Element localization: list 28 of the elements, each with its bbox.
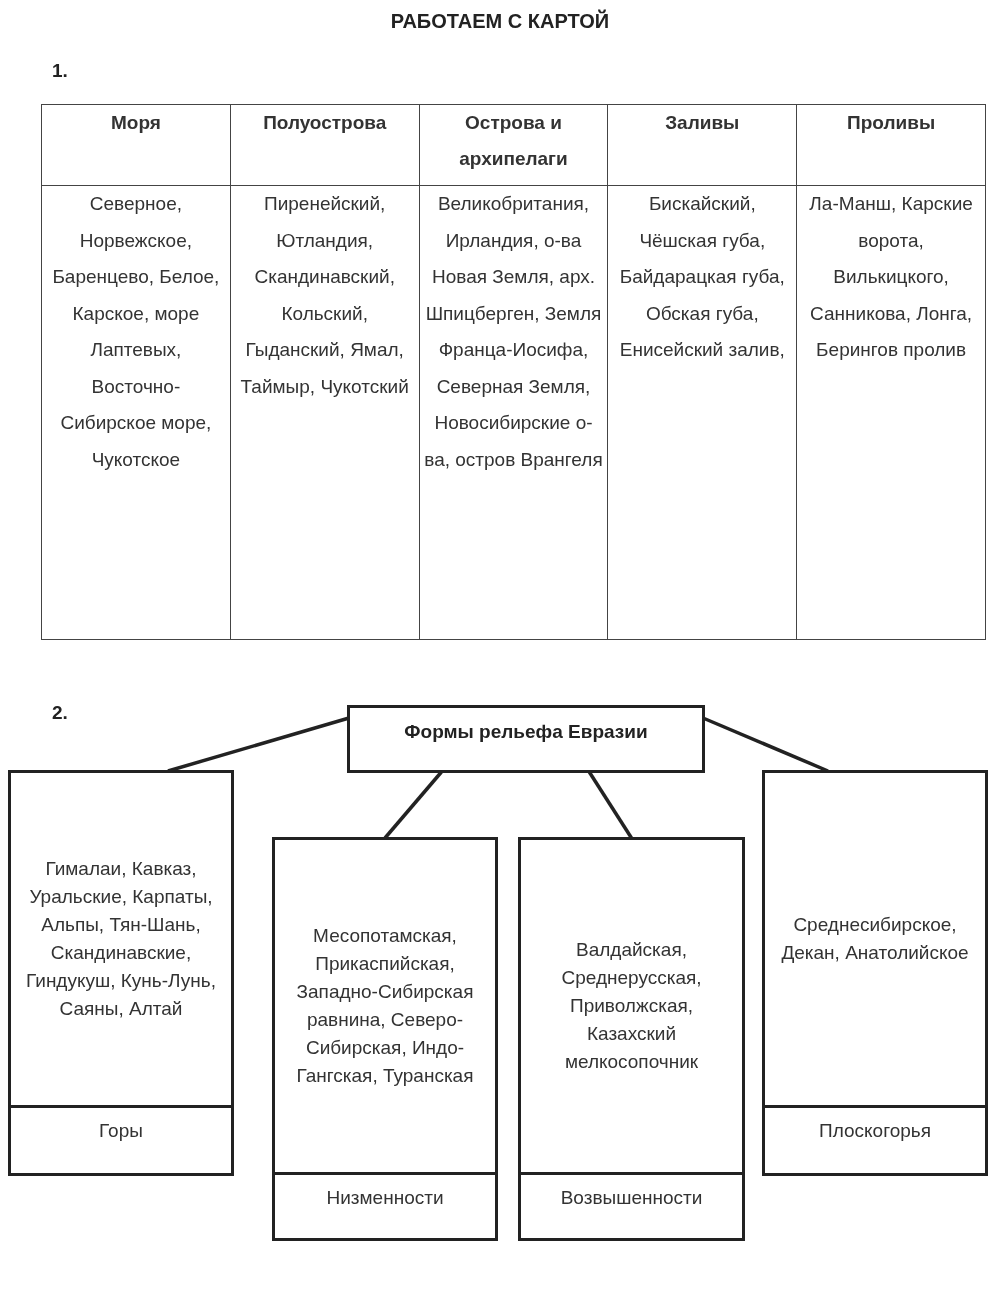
table-cell: Северное, Норвежское, Баренцево, Белое, Карское, море Лаптевых, Восточно-Сибирское море, Чукотское [41, 185, 231, 640]
section-number: 2. [52, 702, 68, 724]
column-header: Проливы [796, 104, 986, 186]
root-title: Формы рельефа Евразии [404, 720, 648, 744]
column-header: Острова и архипелаги [419, 104, 608, 186]
category-label: Низменности [275, 1172, 495, 1238]
category-examples: Валдайская, Среднерусская, Приволжская, Казахский мелкосопочник [560, 938, 703, 1074]
category-label: Плоскогорья [765, 1105, 985, 1173]
column-header: Полуострова [230, 104, 420, 186]
category-box [762, 770, 988, 1176]
category-examples: Среднесибирское, Декан, Анатолийское [780, 913, 970, 965]
category-label: Горы [11, 1105, 231, 1173]
root-box [347, 705, 705, 773]
category-examples: Гималаи, Кавказ, Уральские, Карпаты, Альпы, Тян-Шань, Скандинавские, Гиндукуш, Кунь-Лунь, Саяны, Алтай [25, 857, 217, 1021]
category-box [518, 837, 745, 1241]
table-cell: Пиренейский, Ютландия, Скандинавский, Кольский, Гыданский, Ямал, Таймыр, Чукотский [230, 185, 420, 640]
column-header: Заливы [607, 104, 797, 186]
category-examples: Месопотамская, Прикаспийская, Западно-Сибирская равнина, Северо-Сибирская, Индо-Гангская, Туранская [295, 924, 475, 1088]
connector-line [587, 771, 633, 839]
table-cell: Великобритания, Ирландия, о-ва Новая Земля, арх. Шпицберген, Земля Франца-Иосифа, Северная Земля, Новосибирские о-ва, остров Врангеля [419, 185, 608, 640]
category-box [272, 837, 498, 1241]
table-cell: Бискайский, Чёшская губа, Байдарацкая губа, Обская губа, Енисейский залив, [607, 185, 797, 640]
column-header: Моря [41, 104, 231, 186]
section-number: 1. [52, 60, 68, 82]
page-title: РАБОТАЕМ С КАРТОЙ [389, 10, 611, 33]
category-label: Возвышенности [521, 1172, 742, 1238]
table-cell: Ла-Манш, Карские ворота, Вилькицкого, Санникова, Лонга, Берингов пролив [796, 185, 986, 640]
category-box [8, 770, 234, 1176]
